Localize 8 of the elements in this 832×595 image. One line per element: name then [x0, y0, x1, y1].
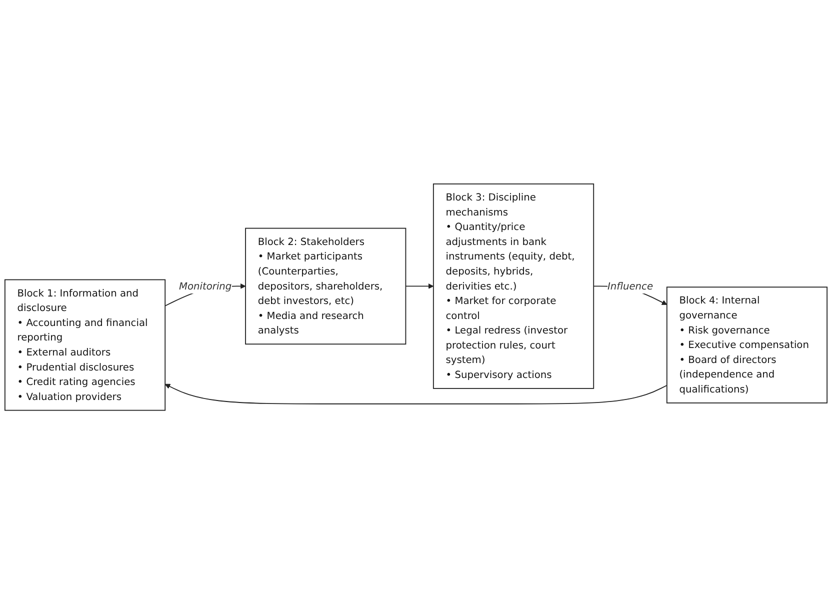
node-box: Block 4: Internal governance • Risk governance • Executive compensation • Board of directors (independence and qualifications) [666, 287, 828, 404]
arrow [164, 384, 668, 405]
node-box: Block 2: Stakeholders • Market participants (Counterparties, depositors, shareholders, debt investors, etc) • Media and research analysts [245, 228, 406, 345]
edge-label: Monitoring [178, 280, 232, 292]
edge-label: Influence [607, 280, 654, 292]
node-box: Block 1: Information and disclosure • Accounting and financial reporting • External auditors • Prudential disclosures • Credit rating agencies • Valuation providers [4, 280, 166, 412]
arrow [405, 284, 434, 290]
node-box: Block 3: Discipline mechanisms • Quantity/price adjustments in bank instruments (equity, debt, deposits, hybrids, derivities etc.) • Market for corporate control • Legal redress (investor protection rules, court system) • Supervisory actions [432, 184, 594, 390]
